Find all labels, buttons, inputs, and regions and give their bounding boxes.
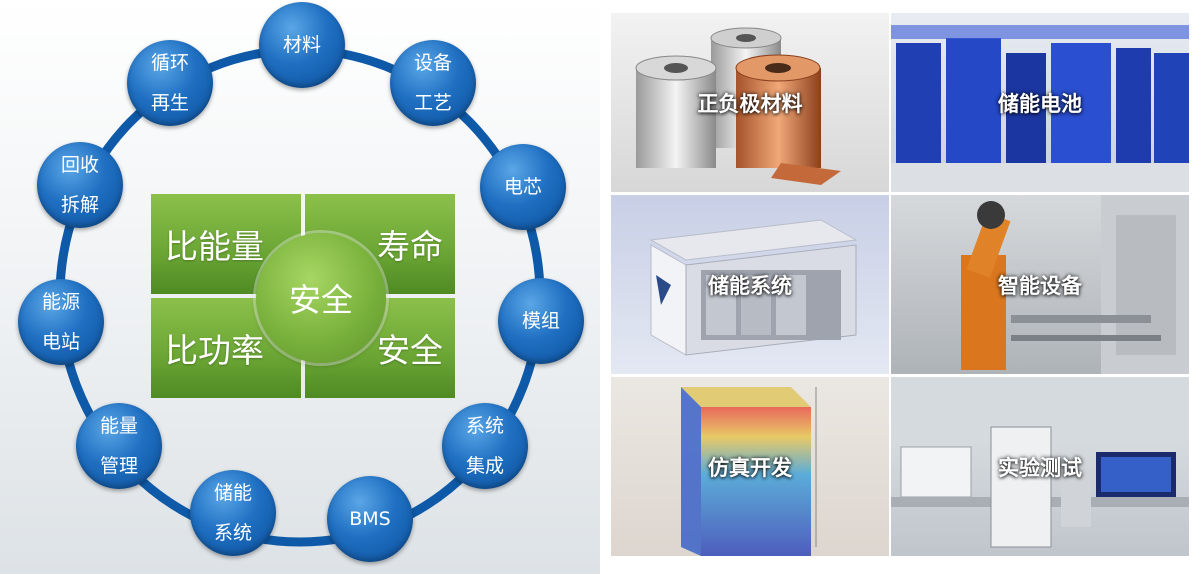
cabinet-image <box>649 219 858 356</box>
node-module: 模组 <box>498 278 584 364</box>
tile-storage-system: 储能系统 <box>611 195 889 374</box>
tile-label: 储能电池 <box>998 91 1082 116</box>
tile-label: 智能设备 <box>998 273 1082 298</box>
node-bms: BMS <box>327 476 413 562</box>
tile-label: 正负极材料 <box>697 91 803 116</box>
tile-storage-battery: 储能电池 <box>891 13 1189 192</box>
center-quadrants: 比能量 寿命 比功率 安全 <box>151 194 457 398</box>
tile-label: 储能系统 <box>708 273 792 298</box>
simulation-image <box>681 387 817 556</box>
node-cell: 电芯 <box>480 144 566 230</box>
cycle-diagram: 材料 设备 工艺 电芯 模组 系统 集成 BMS 储能 系统 能量 管理 能源 … <box>0 0 600 574</box>
tile-simulation: 仿真开发 <box>611 377 889 556</box>
node-recycle-dismantle: 回收 拆解 <box>37 142 123 228</box>
battery-cells-image <box>891 25 1189 192</box>
node-energy-management: 能量 管理 <box>76 403 162 489</box>
foil-rolls-image <box>635 27 841 185</box>
tile-smart-equipment: 智能设备 <box>891 195 1189 374</box>
node-materials: 材料 <box>259 2 345 88</box>
node-power-station: 能源 电站 <box>18 279 104 365</box>
tile-lab-testing: 实验测试 <box>891 377 1189 556</box>
robot-arm-image <box>961 195 1189 374</box>
node-equipment: 设备 工艺 <box>390 40 476 126</box>
tile-electrode-materials: 正负极材料 <box>611 13 889 192</box>
tile-label: 仿真开发 <box>708 455 792 480</box>
lab-image <box>891 377 1189 548</box>
node-storage-system: 储能 系统 <box>190 470 276 556</box>
node-system-integration: 系统 集成 <box>442 403 528 489</box>
tile-label: 实验测试 <box>998 455 1082 480</box>
photo-grid: 正负极材料 储能电池 储能系统 <box>611 13 1189 556</box>
center-core-safety: 安全 <box>256 233 386 363</box>
node-recycle-regenerate: 循环 再生 <box>127 40 213 126</box>
